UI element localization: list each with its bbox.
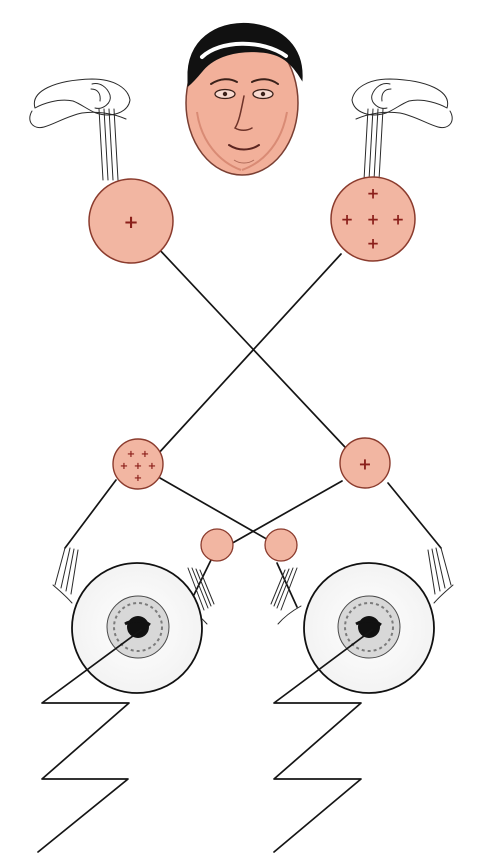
top-left-node-sign: + bbox=[123, 212, 138, 233]
middle-left-node: + + + + + + bbox=[113, 439, 163, 489]
middle-right-node: + bbox=[340, 438, 390, 488]
top-right-node: + + + + + bbox=[331, 177, 415, 261]
lower-right-small-node bbox=[265, 529, 297, 561]
right-outer-muscle-icon bbox=[428, 548, 453, 603]
svg-text:+: + bbox=[341, 211, 354, 229]
pathway-lines bbox=[65, 247, 441, 607]
top-left-node: + bbox=[89, 179, 173, 263]
svg-text:+: + bbox=[367, 185, 380, 203]
svg-text:+: + bbox=[148, 461, 156, 472]
svg-text:+: + bbox=[141, 449, 149, 460]
left-eye-icon bbox=[72, 563, 202, 693]
right-inner-muscle-icon bbox=[271, 568, 301, 624]
svg-text:+: + bbox=[367, 211, 380, 229]
middle-right-node-sign: + bbox=[358, 455, 371, 474]
svg-text:+: + bbox=[134, 473, 142, 484]
lower-left-small-node bbox=[201, 529, 233, 561]
svg-text:+: + bbox=[120, 461, 128, 472]
svg-text:+: + bbox=[392, 211, 405, 229]
face-icon bbox=[186, 23, 302, 175]
left-outer-muscle-icon bbox=[53, 548, 78, 603]
right-ear-icon bbox=[352, 79, 452, 180]
svg-text:+: + bbox=[367, 235, 380, 253]
left-face-pupil-icon bbox=[223, 92, 227, 96]
left-ear-icon bbox=[30, 79, 130, 180]
svg-text:+: + bbox=[127, 449, 135, 460]
right-face-pupil-icon bbox=[261, 92, 265, 96]
svg-text:+: + bbox=[134, 461, 142, 472]
right-eye-icon bbox=[304, 563, 434, 693]
